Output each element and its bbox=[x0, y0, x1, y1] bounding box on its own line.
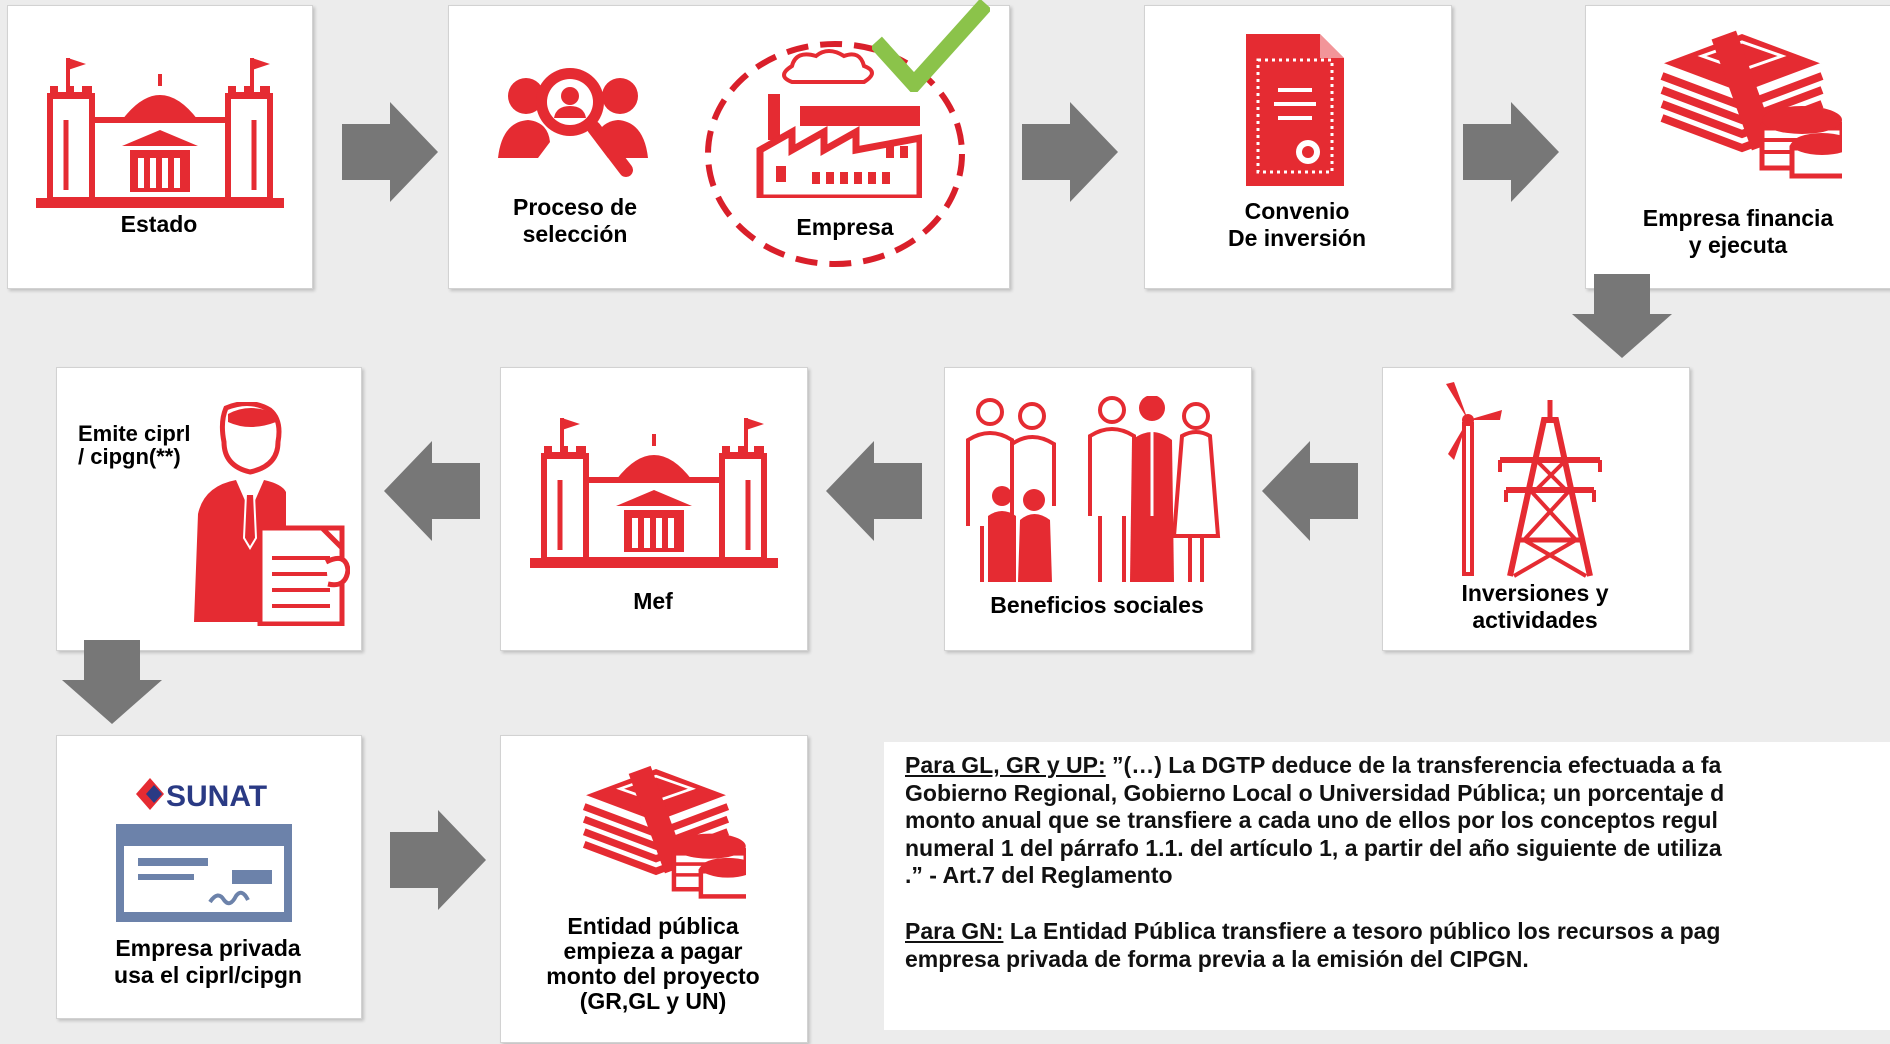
factory-icon bbox=[756, 49, 922, 198]
arrow-left-icon bbox=[826, 441, 922, 541]
family-people-icon bbox=[966, 396, 1221, 582]
arrow-right-icon bbox=[390, 810, 486, 910]
step-emite-label: Emite ciprl/ cipgn(**) bbox=[78, 421, 191, 469]
money-stack-coins-icon bbox=[1642, 24, 1842, 180]
sunat-logo-icon: SUNAT bbox=[136, 778, 267, 813]
step-mef-card bbox=[500, 367, 808, 651]
person-with-document-icon bbox=[194, 402, 350, 626]
certificate-document-icon bbox=[1246, 34, 1344, 186]
step-estado-card bbox=[7, 5, 313, 289]
government-building-icon bbox=[524, 410, 784, 570]
arrow-right-icon bbox=[342, 102, 438, 202]
step-empresa-label: Empresa bbox=[796, 214, 894, 240]
legal-notes-box: Para GL, GR y UP: ”(…) La DGTP deduce de… bbox=[884, 742, 1890, 1030]
step-beneficios-label: Beneficios sociales bbox=[990, 592, 1204, 618]
svg-text:SUNAT: SUNAT bbox=[166, 780, 267, 813]
highlight-dashed-circle bbox=[705, 41, 965, 267]
arrow-right-icon bbox=[1463, 102, 1559, 202]
note-gn-line-2: empresa privada de forma previa a la emi… bbox=[905, 946, 1529, 972]
arrow-right-icon bbox=[1022, 102, 1118, 202]
note-gn-line-1: Para GN: La Entidad Pública transfiere a… bbox=[905, 918, 1721, 944]
cheque-icon bbox=[116, 824, 292, 922]
note-gl-gr-line-1: Para GL, GR y UP: ”(…) La DGTP deduce de… bbox=[905, 752, 1722, 778]
note-gl-gr-line-5: .” - Art.7 del Reglamento bbox=[905, 862, 1173, 888]
note-gl-gr-line-2: Gobierno Regional, Gobierno Local o Univ… bbox=[905, 780, 1725, 806]
arrow-down-icon bbox=[62, 640, 162, 724]
step-mef-label: Mef bbox=[633, 588, 673, 614]
checkmark-icon bbox=[872, 0, 990, 92]
step-inversiones-card bbox=[1382, 367, 1690, 651]
arrow-left-icon bbox=[384, 441, 480, 541]
step-estado-label: Estado bbox=[120, 211, 198, 237]
arrow-left-icon bbox=[1262, 441, 1358, 541]
step-beneficios-card bbox=[944, 367, 1252, 651]
arrow-down-icon bbox=[1572, 274, 1672, 358]
note-gl-gr-line-4: numeral 1 del párrafo 1.1. del artículo … bbox=[905, 835, 1722, 861]
people-search-icon bbox=[498, 68, 648, 177]
wind-turbine-power-tower-icon bbox=[1446, 382, 1602, 578]
government-building-icon bbox=[30, 50, 290, 210]
note-gl-gr-line-3: monto anual que se transfiere a cada uno… bbox=[905, 807, 1718, 833]
money-stack-coins-icon bbox=[566, 760, 746, 900]
